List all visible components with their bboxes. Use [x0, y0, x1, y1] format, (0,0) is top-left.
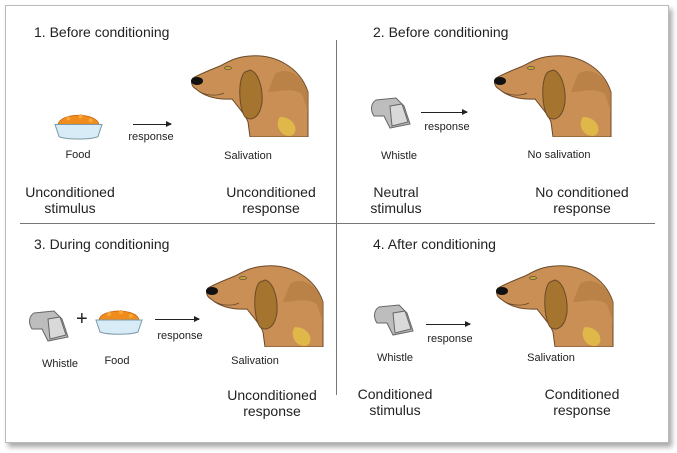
arrow-icon — [426, 321, 471, 327]
response-label: Salivation — [224, 150, 272, 162]
stimulus-label: Whistle — [376, 352, 414, 364]
response-label: Salivation — [527, 352, 575, 364]
panel-title: 2. Before conditioning — [373, 24, 509, 40]
response-label: Salivation — [231, 355, 279, 367]
arrow-icon — [133, 121, 172, 127]
response-label: No salivation — [527, 149, 591, 161]
dog-icon — [190, 52, 310, 137]
horizontal-divider — [20, 223, 655, 224]
food-bowl-icon — [54, 110, 103, 141]
stimulus-label: Whistle — [380, 150, 418, 162]
panel-title: 1. Before conditioning — [34, 24, 170, 40]
arrow-icon — [155, 316, 200, 322]
dog-icon — [495, 262, 615, 347]
panel-title: 4. After conditioning — [373, 236, 496, 252]
plus-sign: + — [76, 308, 88, 330]
whistle-icon — [370, 96, 412, 130]
arrow-icon — [421, 109, 468, 115]
stimulus2-label: Food — [104, 355, 130, 367]
stimulus-label: Whistle — [41, 358, 79, 370]
whistle-icon — [373, 303, 415, 337]
panel-title: 3. During conditioning — [34, 236, 170, 252]
dog-icon — [493, 52, 613, 137]
vertical-divider — [336, 40, 337, 395]
dog-icon — [205, 262, 325, 347]
stimulus-label: Food — [65, 149, 91, 161]
whistle-icon — [28, 309, 70, 343]
food-bowl-icon — [95, 306, 143, 336]
arrow-label: response — [427, 333, 473, 345]
arrow-label: response — [128, 131, 174, 143]
arrow-label: response — [424, 121, 470, 133]
arrow-label: response — [157, 330, 203, 342]
